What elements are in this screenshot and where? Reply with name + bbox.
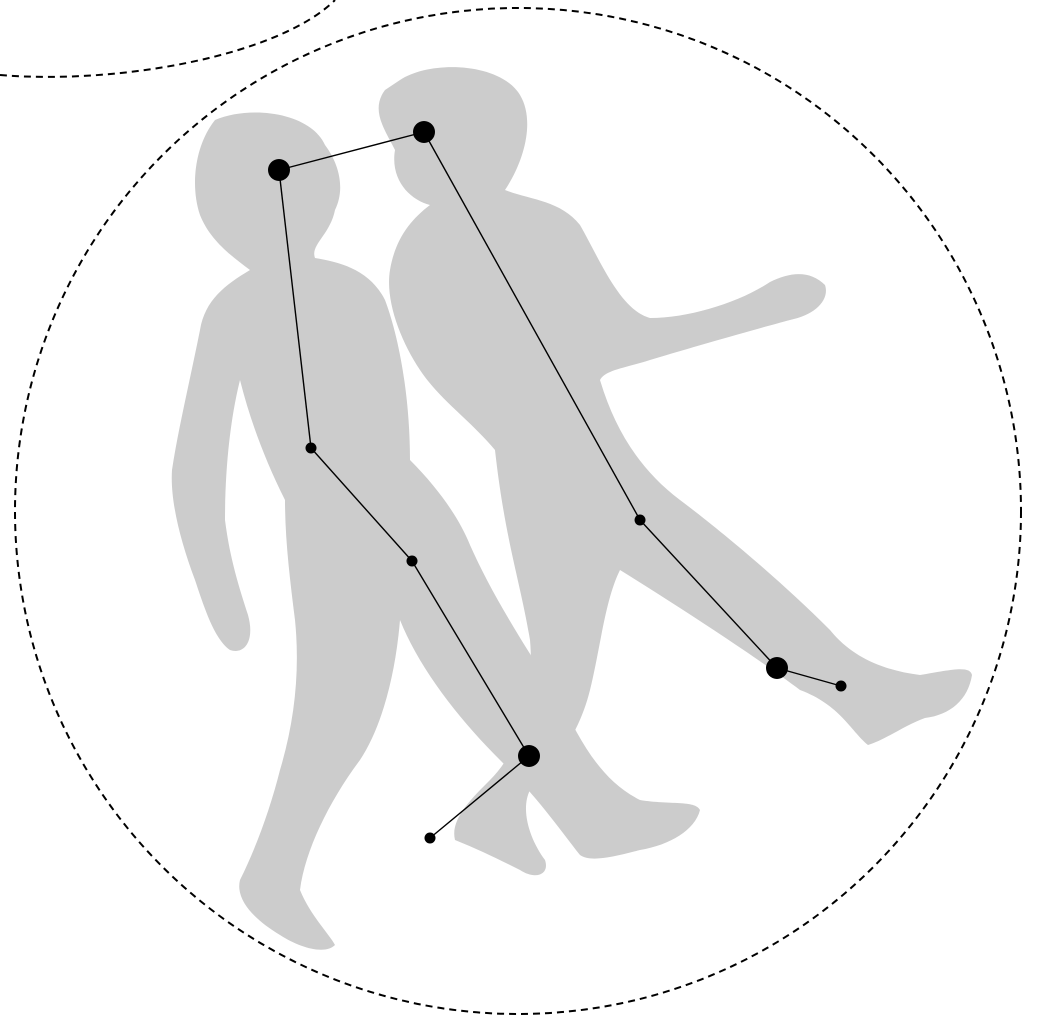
twins-silhouette xyxy=(172,67,972,950)
star-star-5 xyxy=(518,745,540,767)
star-star-4 xyxy=(407,556,418,567)
star-star-7 xyxy=(635,515,646,526)
twin-right-silhouette xyxy=(379,67,972,875)
star-castor xyxy=(268,159,290,181)
star-star-8 xyxy=(766,657,788,679)
star-pollux xyxy=(413,121,435,143)
star-star-6 xyxy=(425,833,436,844)
star-star-3 xyxy=(306,443,317,454)
star-star-9 xyxy=(836,681,847,692)
